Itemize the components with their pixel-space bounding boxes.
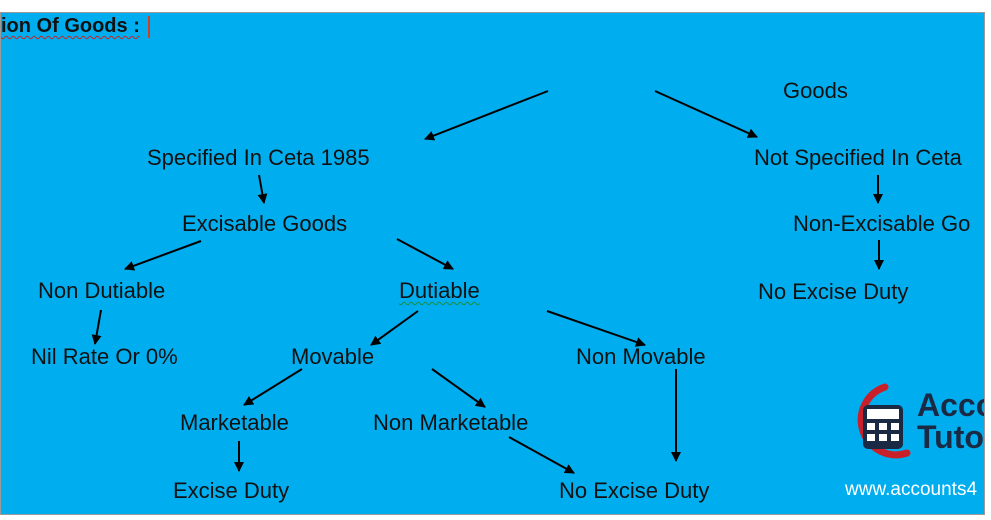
arrow-movable-to-marketable <box>243 368 303 406</box>
node-goods: Goods <box>783 78 848 103</box>
arrow-non-dutiable-to-nil-rate <box>91 309 102 345</box>
arrow-non-marketable-to-no-excise <box>508 436 575 474</box>
arrow-movable-to-non-marketable <box>431 368 486 408</box>
node-excisable: Excisable Goods <box>182 211 348 236</box>
node-non-excisable: Non-Excisable Go <box>793 211 971 236</box>
node-movable: Movable <box>291 344 375 369</box>
node-excise-duty: Excise Duty <box>173 478 290 503</box>
arrow-layer <box>91 90 884 474</box>
page-heading: ion Of Goods : <box>1 15 150 38</box>
logo-wordmark-line2: Tuto <box>917 419 984 455</box>
node-specified: Specified In Ceta 1985 <box>147 145 370 170</box>
logo-wordmark-line1: Acco <box>917 387 984 423</box>
diagram-canvas: ion Of Goods : Goods Specified In Ceta 1… <box>0 12 985 515</box>
arrow-dutiable-to-non-movable <box>546 310 646 347</box>
brand-logo: Acco Tuto www.accounts4 <box>845 381 984 501</box>
logo-url: www.accounts4 <box>845 479 978 500</box>
calculator-logo-icon <box>857 383 911 459</box>
node-dutiable: Dutiable <box>399 278 480 303</box>
arrow-excisable-to-dutiable <box>396 238 454 270</box>
node-non-movable: Non Movable <box>576 344 706 369</box>
arrow-excisable-to-non-dutiable <box>124 240 202 271</box>
node-non-dutiable: Non Dutiable <box>38 278 166 303</box>
node-nil-rate: Nil Rate Or 0% <box>31 344 178 369</box>
node-not-specified: Not Specified In Ceta <box>754 145 962 170</box>
text-cursor <box>147 15 150 38</box>
arrow-specified-to-excisable <box>257 174 268 204</box>
arrow-goods-to-specified <box>424 90 549 141</box>
arrow-dutiable-to-movable <box>370 310 419 346</box>
node-non-marketable: Non Marketable <box>373 410 529 435</box>
node-no-excise-bottom: No Excise Duty <box>559 478 710 503</box>
arrow-goods-to-not-specified <box>654 90 758 138</box>
node-no-excise-right: No Excise Duty <box>758 279 909 304</box>
node-marketable: Marketable <box>180 410 289 435</box>
